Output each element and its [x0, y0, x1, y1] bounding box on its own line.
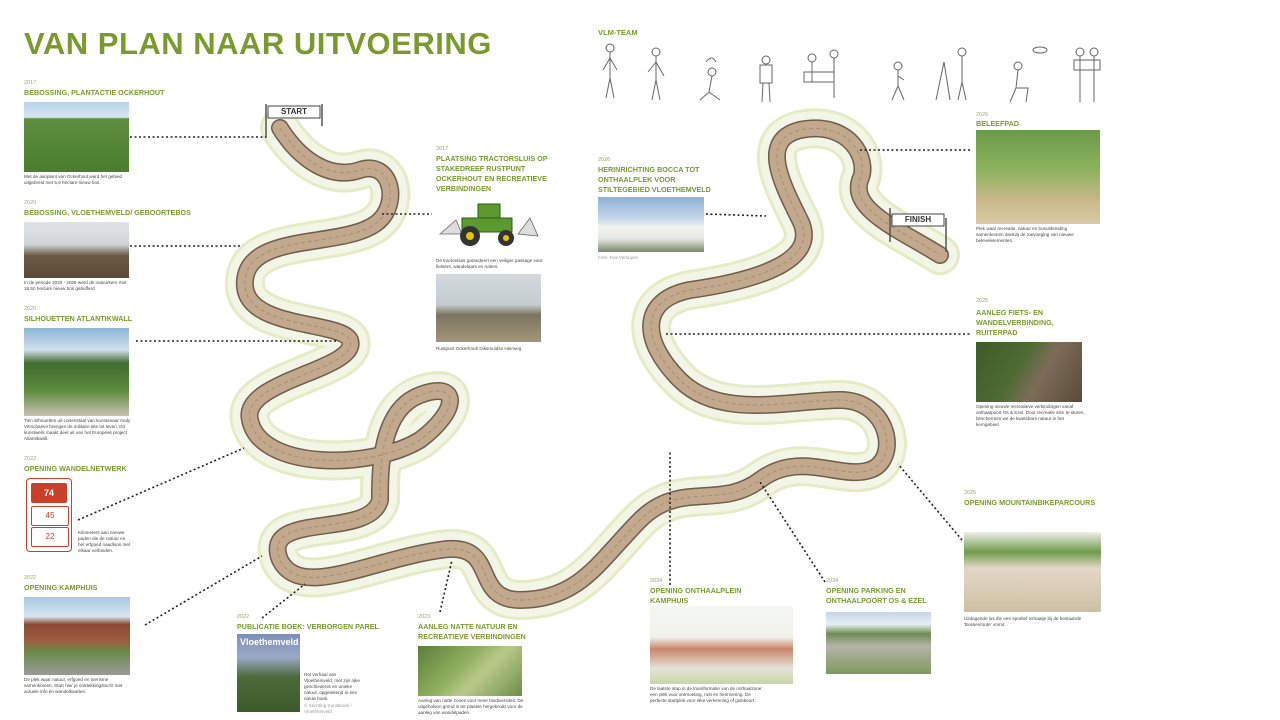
- milestone-title: OPENING WANDELNETWERK: [24, 464, 127, 473]
- milestone-title: OPENING KAMPHUIS: [24, 583, 98, 592]
- team-label: VLM-TEAM: [598, 28, 638, 37]
- milestone-caption: Uitdagende lus die een sportief extraatj…: [964, 616, 1082, 627]
- page-title: VAN PLAN NAAR UITVOERING: [24, 26, 492, 61]
- photo-bocca: [598, 197, 704, 252]
- photo-ockerhout: [24, 102, 129, 172]
- milestone-caption: Aanleg van natte zones voor meer biodive…: [418, 698, 524, 715]
- start-label: START: [280, 107, 308, 116]
- milestone-title: AANLEG NATTE NATUUR EN RECREATIEVE VERBI…: [418, 622, 526, 641]
- team-figures: [602, 43, 1101, 103]
- book-cover-title: Vloethemveld: [240, 637, 299, 647]
- milestone-title: OPENING PARKING EN ONTHAALPOORT OS & EZE…: [826, 586, 927, 605]
- milestone-title: PLAATSING TRACTORSLUIS OP STAKEDREEF RUS…: [436, 154, 548, 193]
- milestone-year: 2022: [24, 575, 37, 581]
- finish-banner: [889, 208, 947, 252]
- photo-atlantikwall: [24, 328, 129, 416]
- milestone-year: 2017: [24, 80, 37, 86]
- milestone-year: 2026: [976, 112, 989, 118]
- milestone-year: 2017: [436, 146, 449, 152]
- milestone-caption: Plek waar recreatie, natuur en bosuitbre…: [976, 226, 1074, 243]
- milestone-year: 2024: [650, 578, 663, 584]
- photo-beleefpad: [976, 130, 1100, 224]
- milestone-caption: De tractorsluis garandeert een veiliger …: [436, 258, 543, 269]
- milestone-year: 2023: [418, 614, 431, 620]
- milestone-title: BEBOSSING, PLANTACTIE OCKERHOUT: [24, 88, 165, 97]
- milestone-year: 2022: [237, 614, 250, 620]
- photo-natte-natuur: [418, 646, 522, 696]
- milestone-year: 2025: [976, 298, 989, 304]
- sign-bottom-number: 22: [31, 527, 69, 547]
- milestone-caption: Met de aanplant van Ockerhout werd het g…: [24, 174, 123, 185]
- connector-lines: [77, 136, 972, 626]
- sign-top-number: 74: [31, 483, 67, 503]
- milestone-caption: Opening nieuwe recreatieve verbindingen …: [976, 404, 1085, 427]
- milestone-caption: De laatste stap in de transformatie van …: [650, 686, 763, 703]
- milestone-title: BEBOSSING, VLOETHEMVELD/ GEBOORTEBOS: [24, 208, 191, 217]
- milestone-title: OPENING MOUNTAINBIKEPARCOURS: [964, 498, 1096, 507]
- milestone-caption: De plek waar natuur, erfgoed en toerisme…: [24, 677, 123, 694]
- milestone-year: 2022: [24, 456, 37, 462]
- photo-mountainbike: [964, 532, 1101, 612]
- milestone-title: PUBLICATIE BOEK: VERBORGEN PAREL: [237, 622, 379, 631]
- milestone-caption: Foto: Eva Verkuyen: [598, 255, 639, 260]
- photo-rustpunt: [436, 274, 541, 342]
- route-sign: 74 45 22: [26, 478, 72, 552]
- start-banner: [265, 104, 323, 138]
- milestone-title: SILHOUETTEN ATLANTIKWALL: [24, 314, 133, 323]
- milestone-caption: Het verhaal van Vloethemveld, met zijn r…: [304, 672, 360, 701]
- milestone-caption: Tien silhouetten uit cortenstaal van kun…: [24, 418, 131, 441]
- milestone-year: 2020: [24, 200, 37, 206]
- sign-mid-number: 45: [31, 506, 69, 526]
- book-credit: © Stichting Kunstboek / Vloethemveld: [304, 703, 352, 714]
- photo-fietsverbinding: [976, 342, 1082, 402]
- milestone-title: AANLEG FIETS- EN WANDELVERBINDING, RUITE…: [976, 308, 1054, 337]
- milestone-title: BELEEFPAD: [976, 119, 1019, 128]
- milestone-caption: In de periode 2020 - 2026 werd de natuur…: [24, 280, 127, 291]
- milestone-title: OPENING ONTHAALPLEIN KAMPHUIS: [650, 586, 742, 605]
- milestone-caption: Kilometers aan nieuwe paden die de natuu…: [78, 530, 131, 553]
- photo-geboortebos: [24, 222, 129, 278]
- milestone-year: 2024: [826, 578, 839, 584]
- rustpunt-caption: Rustpunt Ockerhout/ Diksmuidse Heirweg: [436, 346, 522, 351]
- tractor-illustration: [438, 203, 539, 246]
- milestone-year: 2026: [598, 157, 611, 163]
- book-cover: Vloethemveld: [237, 634, 300, 712]
- photo-onthaalplein: [650, 606, 793, 684]
- photo-parking: [826, 612, 931, 674]
- milestone-year: 2025: [964, 490, 977, 496]
- finish-label: FINISH: [904, 215, 932, 224]
- photo-kamphuis: [24, 597, 130, 675]
- milestone-title: HERINRICHTING BOCCA TOT ONTHAALPLEK VOOR…: [598, 165, 711, 194]
- milestone-year: 2020: [24, 306, 37, 312]
